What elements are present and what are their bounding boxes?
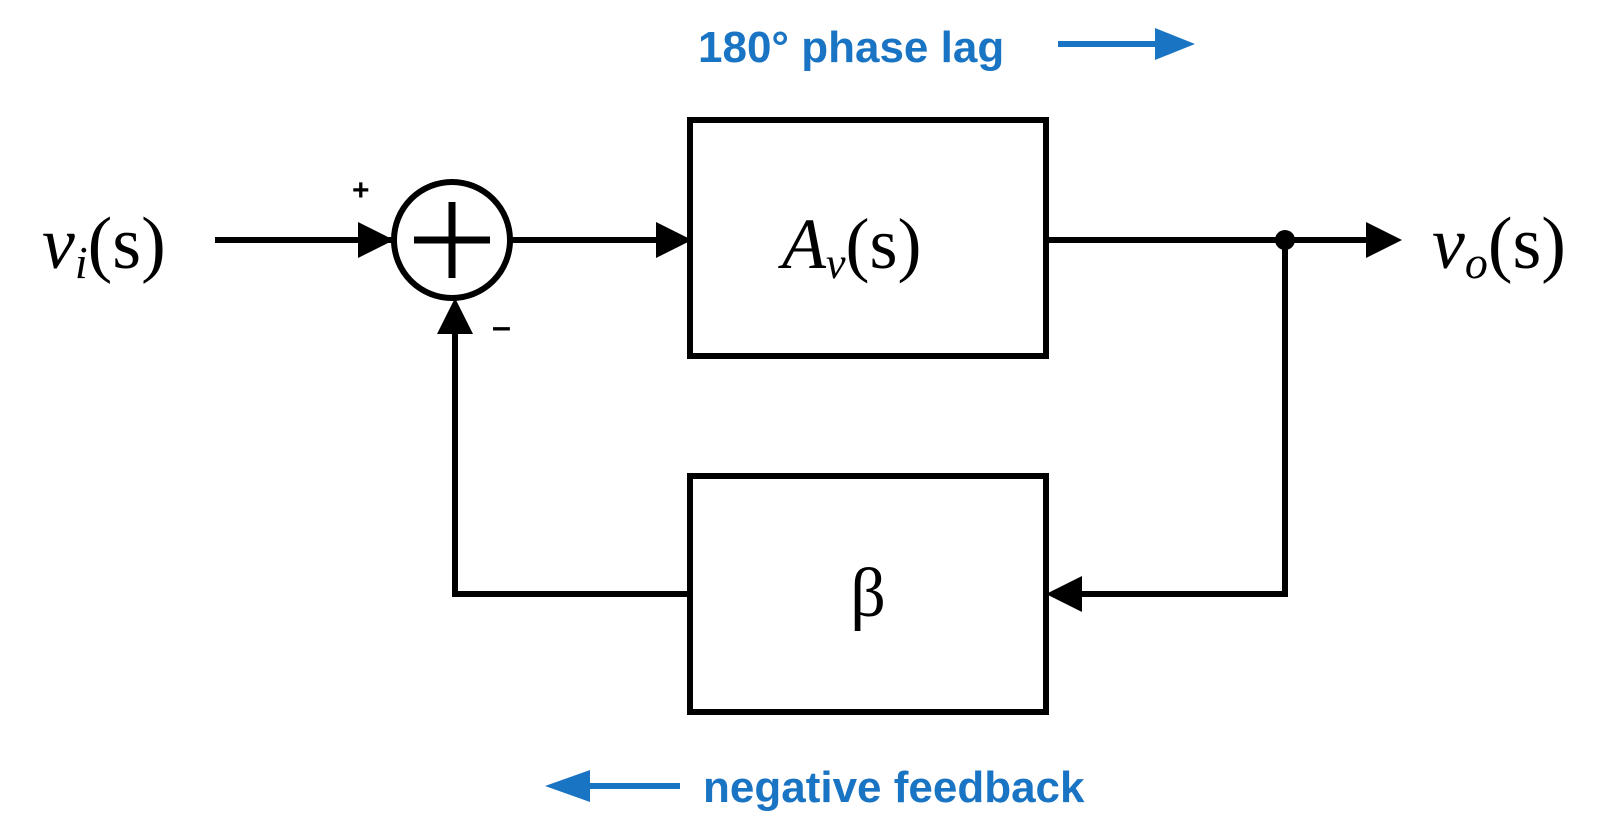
negative-feedback-arrow <box>545 770 680 802</box>
feedback-input-arrowhead <box>1046 576 1082 612</box>
summing-junction <box>391 179 513 301</box>
phase-lag-arrow <box>1058 28 1195 60</box>
feedback-to-junction-line <box>452 330 690 597</box>
output-signal-label: vo(s) <box>1432 203 1566 288</box>
output-arrowhead <box>1366 222 1402 258</box>
forward-input-arrowhead <box>656 222 692 258</box>
minus-sign: – <box>492 308 511 346</box>
forward-gain-label: Av(s) <box>778 204 922 288</box>
feedback-return-line <box>1078 240 1288 597</box>
input-signal-label: vi(s) <box>42 203 166 288</box>
phase-lag-label: 180° phase lag <box>698 23 1004 72</box>
negative-feedback-label: negative feedback <box>703 763 1085 812</box>
forward-gain-block <box>687 117 1049 359</box>
junction-feedback-arrowhead <box>437 298 473 334</box>
feedback-block-label: β <box>850 555 886 632</box>
plus-sign: + <box>352 174 370 207</box>
input-arrowhead <box>358 222 394 258</box>
